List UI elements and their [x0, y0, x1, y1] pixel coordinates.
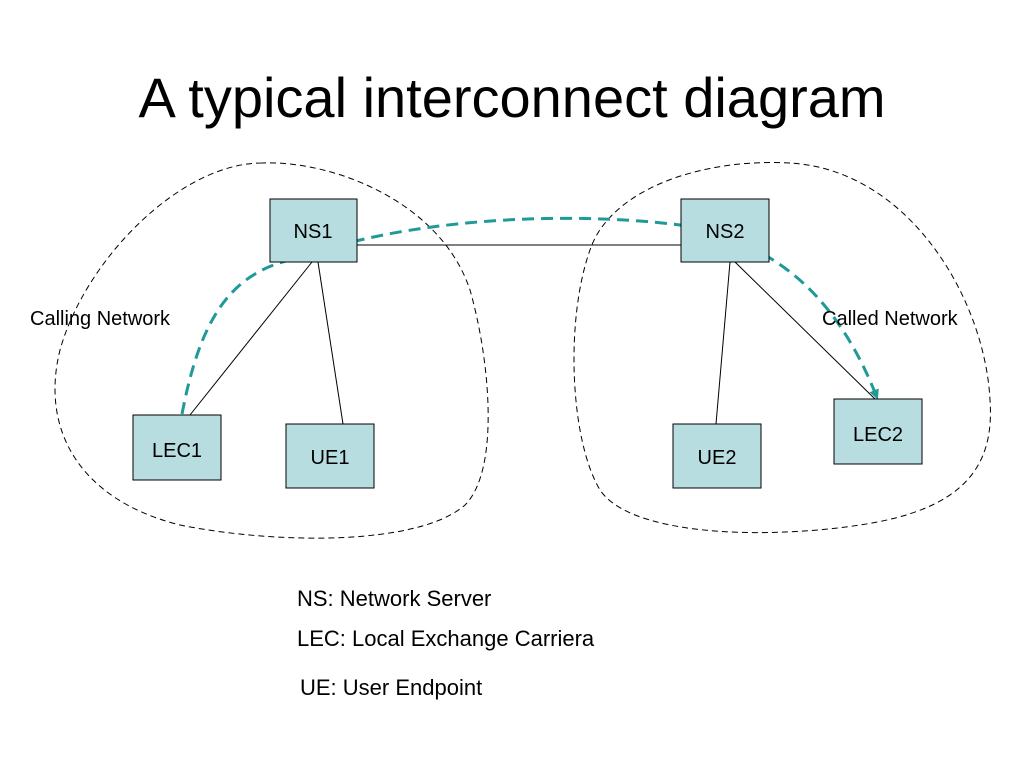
link-ns1-lec1: [189, 261, 313, 416]
node-lec2-label: LEC2: [853, 424, 903, 446]
calling-network-cloud: [54, 162, 489, 539]
node-ue2: UE2: [672, 423, 762, 489]
link-ns1-ue1: [317, 261, 344, 425]
called-network-cloud: [573, 161, 991, 534]
node-ns2-label: NS2: [706, 221, 745, 243]
node-ns1-label: NS1: [294, 221, 333, 243]
node-ue1: UE1: [285, 423, 375, 489]
call-path-arrow: [180, 216, 879, 415]
link-ns2-lec2: [734, 261, 876, 400]
node-ue2-label: UE2: [698, 447, 737, 469]
node-ns1: NS1: [269, 198, 358, 263]
link-ns2-ue2: [715, 261, 731, 425]
called-network-label: Called Network: [822, 308, 959, 330]
page-title: A typical interconnect diagram: [138, 66, 886, 129]
legend-item-ns: NS: Network Server: [297, 586, 492, 611]
node-lec1: LEC1: [132, 414, 222, 481]
node-ns2: NS2: [680, 198, 770, 263]
calling-network-label: Calling Network: [30, 308, 171, 330]
node-lec2: LEC2: [833, 398, 923, 465]
legend-item-lec: LEC: Local Exchange Carriera: [297, 626, 595, 651]
node-ue1-label: UE1: [311, 447, 350, 469]
node-lec1-label: LEC1: [152, 440, 202, 462]
legend-item-ue: UE: User Endpoint: [300, 675, 483, 700]
